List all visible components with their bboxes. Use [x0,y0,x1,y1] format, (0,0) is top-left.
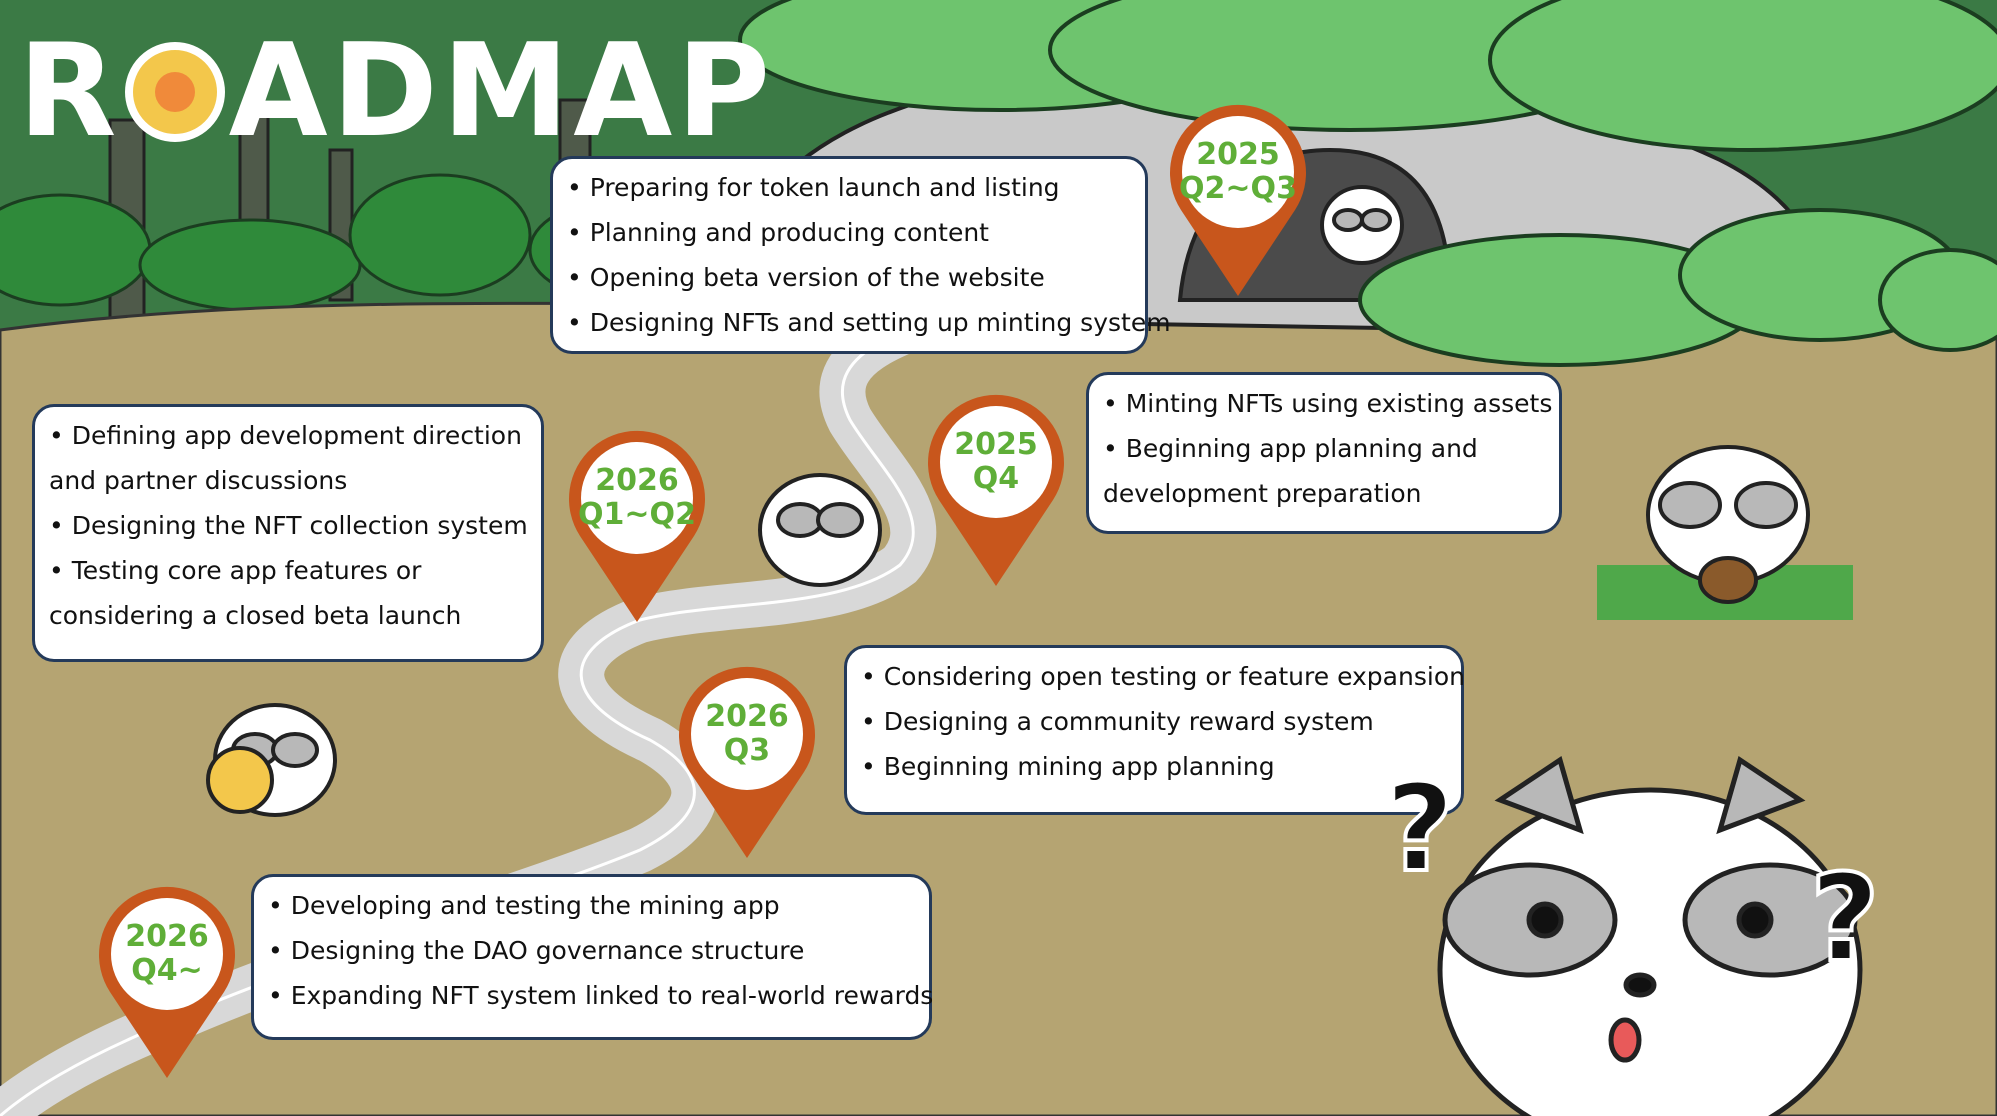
milestone-item: • Expanding NFT system linked to real-wo… [268,981,934,1010]
milestone-item: • Testing core app features or [49,556,422,585]
raccoon-mascot-acorn [1597,445,1853,620]
question-mark-icon: ? [1383,758,1457,901]
milestone-item: • Designing a community reward system [861,707,1374,736]
pin-quarter: Q1~Q2 [578,497,696,532]
timeline-pin-2026-q3: 2026 Q3 [672,662,822,862]
pin-year: 2026 [595,463,679,498]
pin-year: 2026 [125,919,209,954]
timeline-pin-2026-q1q2: 2026 Q1~Q2 [562,426,712,626]
pin-quarter: Q4 [972,461,1020,496]
milestone-box-2026-q3: • Considering open testing or feature ex… [844,645,1465,815]
milestone-item: • Designing NFTs and setting up minting … [567,308,1171,337]
raccoon-mascot-large [1437,756,1863,1116]
milestone-item: • Minting NFTs using existing assets [1103,389,1553,418]
milestone-box-2026-q4: • Developing and testing the mining app … [251,874,934,1040]
raccoon-mascot-thumbs [758,473,882,587]
question-mark-icon: ? [1808,848,1882,991]
pin-year: 2025 [954,427,1038,462]
pin-quarter: Q3 [723,733,771,768]
tree-canopy [738,0,1997,152]
milestone-item: • Beginning mining app planning [861,752,1275,781]
milestone-item: considering a closed beta launch [49,601,462,630]
milestone-box-2026-q1q2: • Defining app development direction and… [32,404,544,662]
milestone-item: • Beginning app planning and [1103,434,1478,463]
milestone-item: • Planning and producing content [567,218,989,247]
milestone-item: and partner discussions [49,466,348,495]
page-title: R ADMAP [18,28,774,156]
pin-quarter: Q4~ [131,953,203,988]
raccoon-coin-logo-icon [124,42,225,142]
timeline-pin-2025-q2q3: 2025 Q2~Q3 [1163,100,1313,300]
path-centerline [0,298,1011,1116]
milestone-box-2025-q4: • Minting NFTs using existing assets • B… [1086,372,1562,534]
title-text-start: R [18,17,121,166]
milestone-item: • Developing and testing the mining app [268,891,780,920]
map-pin-icon [1170,104,1306,296]
pin-year: 2025 [1196,137,1280,172]
milestone-item: • Considering open testing or feature ex… [861,662,1465,691]
map-pin-icon [928,394,1064,586]
title-text-end: ADMAP [228,17,775,166]
milestone-item: • Designing the NFT collection system [49,511,528,540]
milestone-item: • Designing the DAO governance structure [268,936,805,965]
cave-bushes [1358,208,1997,367]
pin-year: 2026 [705,699,789,734]
map-pin-icon [569,430,705,622]
timeline-pin-2026-q4: 2026 Q4~ [92,882,242,1082]
milestone-item: • Preparing for token launch and listing [567,173,1060,202]
map-pin-icon [99,886,236,1078]
pin-quarter: Q2~Q3 [1179,171,1297,206]
milestone-box-2025-q2q3: • Preparing for token launch and listing… [550,156,1171,354]
milestone-item: • Defining app development direction [49,421,522,450]
raccoon-mascot-coin [206,703,337,817]
milestone-item: development preparation [1103,479,1422,508]
timeline-pin-2025-q4: 2025 Q4 [921,390,1071,590]
milestone-item: • Opening beta version of the website [567,263,1045,292]
map-pin-icon [679,666,815,858]
raccoon-mascot-cave [1320,185,1404,265]
